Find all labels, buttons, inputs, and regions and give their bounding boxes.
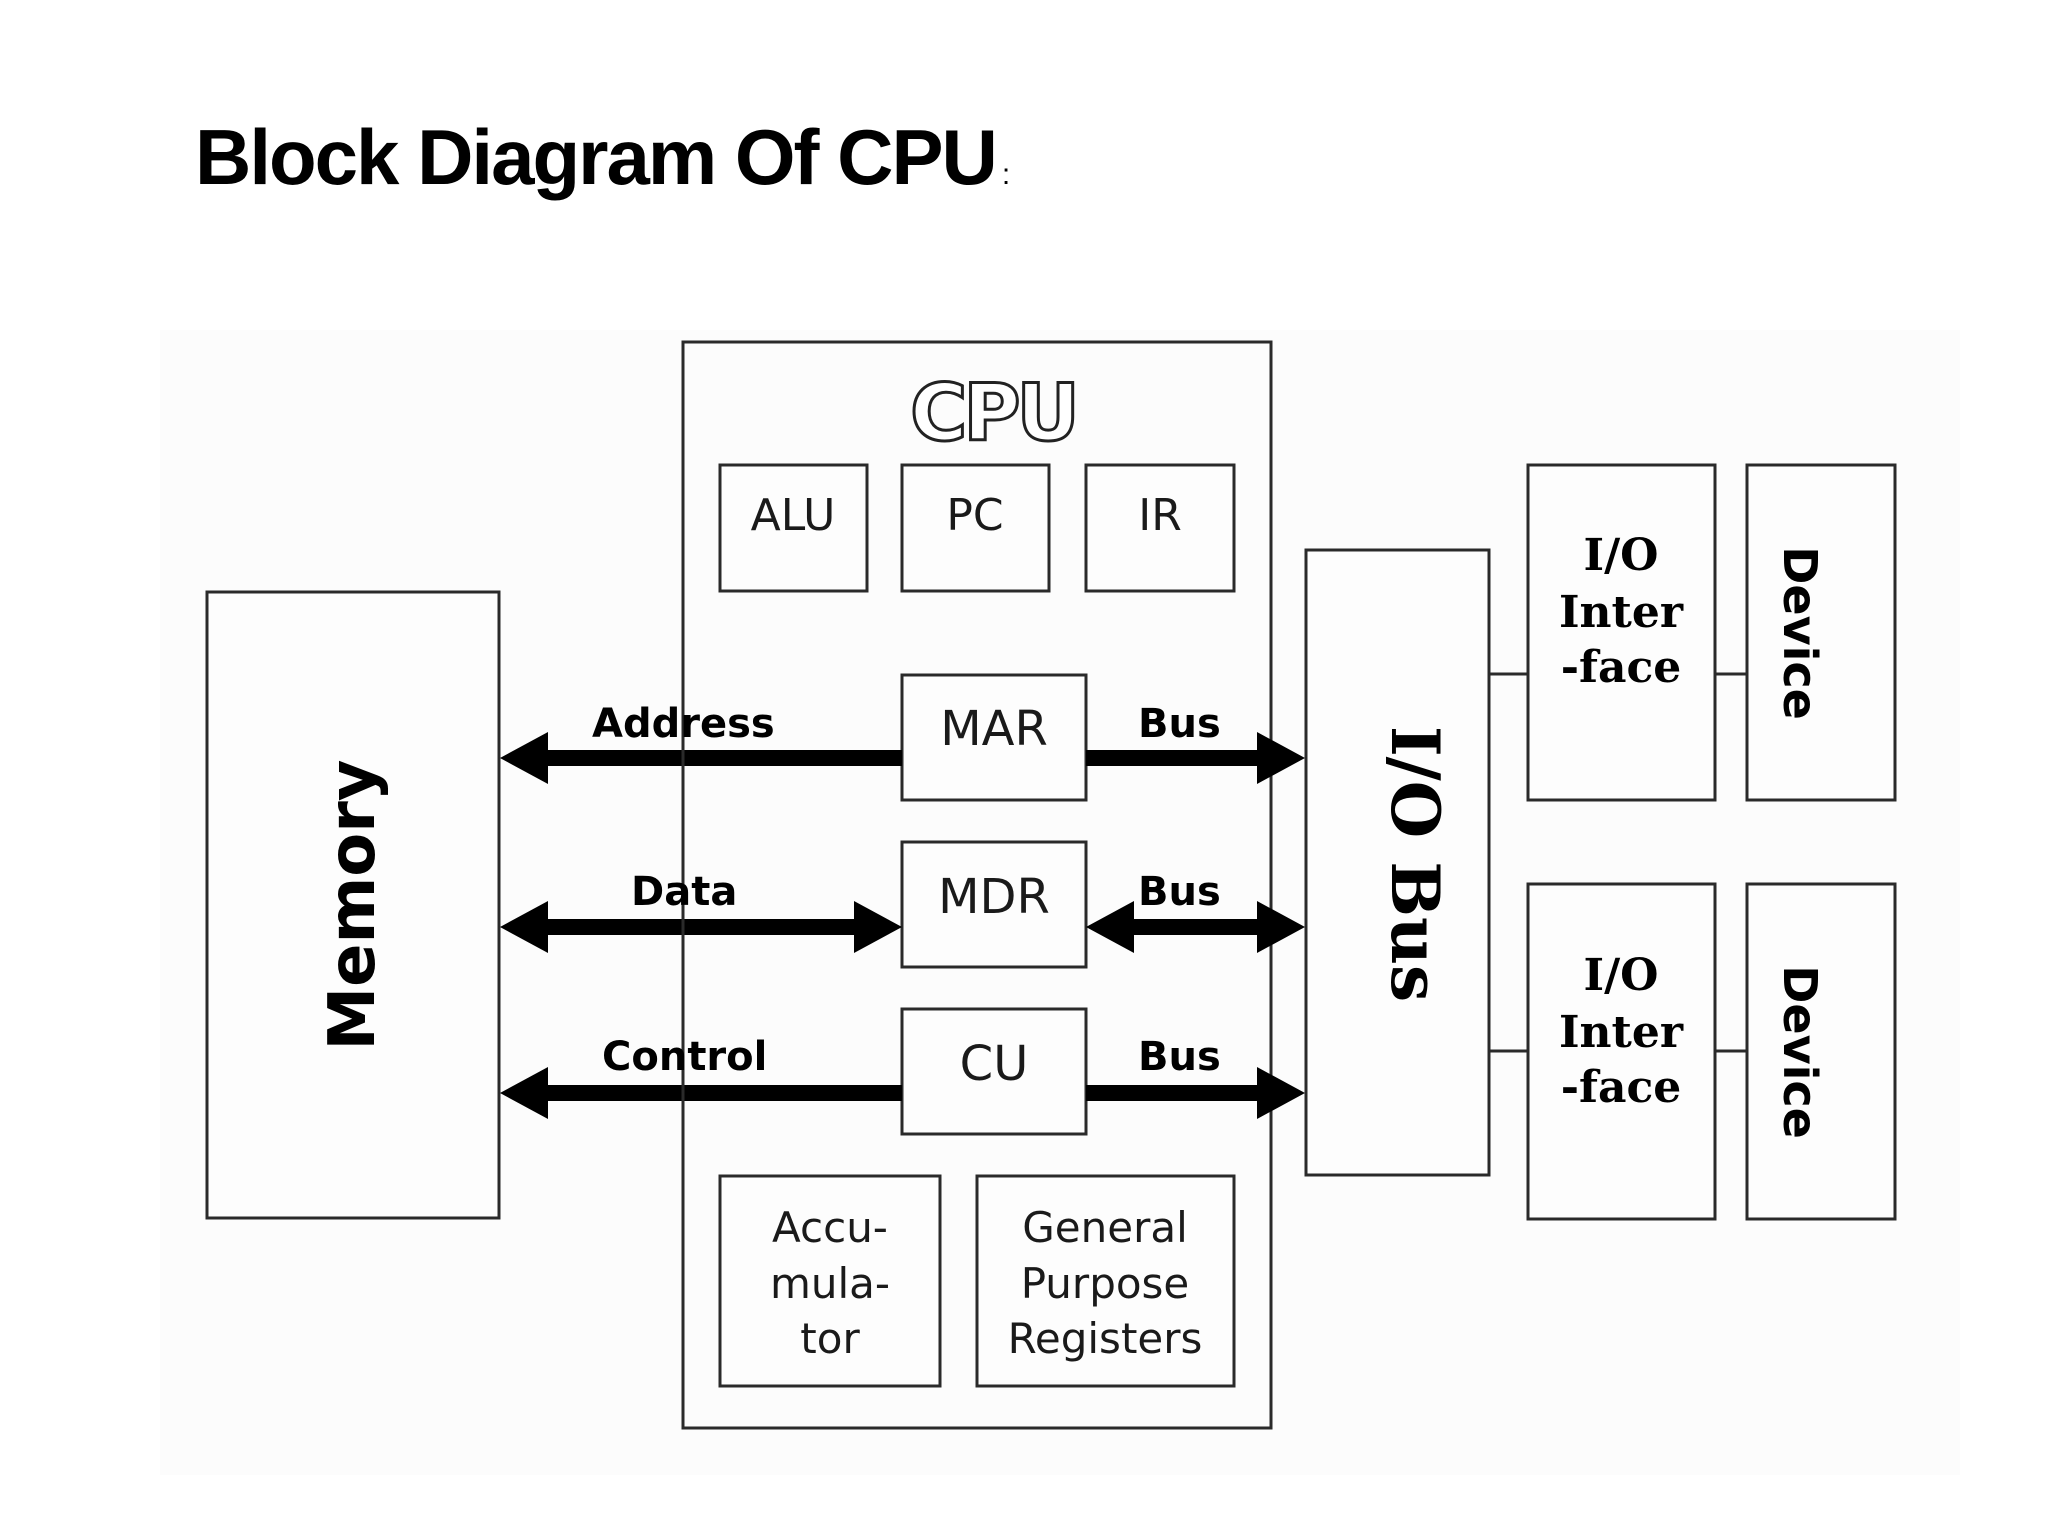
ir-box (1084, 463, 1236, 593)
control-left-arrowhead-memory (500, 1067, 548, 1119)
pc-label: PC (946, 490, 1003, 541)
device-2-label: Device (1773, 965, 1827, 1139)
title-colon: : (1001, 158, 1011, 191)
control-bus-label: Control (602, 1034, 767, 1080)
io-interface-1-line-1: I/O (1584, 530, 1659, 581)
io-interface-2-line-3: -face (1561, 1062, 1681, 1113)
memory-label: Memory (316, 759, 390, 1050)
device-2-box (1745, 882, 1897, 1221)
accumulator-line-3: tor (800, 1314, 860, 1363)
data-left-arrowhead-register (854, 901, 902, 953)
data-right-arrow-shaft (1130, 919, 1261, 935)
data-left-arrowhead-memory (500, 901, 548, 953)
cu-box (900, 1007, 1088, 1136)
address-left-arrowhead-memory (500, 732, 548, 784)
gpr-line-3: Registers (1008, 1314, 1203, 1363)
cpu-label: CPU (910, 369, 1076, 459)
data-left-arrow-shaft (544, 919, 858, 935)
io-interface-1-box (1526, 463, 1717, 802)
data-bus-right-label: Bus (1138, 869, 1221, 915)
alu-box (718, 463, 869, 593)
control-left-arrow-shaft (544, 1085, 902, 1101)
mdr-label: MDR (938, 869, 1050, 925)
gpr-line-2: Purpose (1021, 1259, 1190, 1308)
gpr-line-1: General (1022, 1203, 1188, 1252)
control-right-arrow-shaft (1086, 1085, 1261, 1101)
accumulator-box (718, 1174, 942, 1388)
memory-box (205, 590, 501, 1220)
data-bus-label: Data (631, 869, 737, 915)
mar-box (900, 673, 1088, 802)
io-interface-1: I/O Inter -face Device (1489, 463, 1897, 802)
pc-box (900, 463, 1051, 593)
control-bus-right-label: Bus (1138, 1034, 1221, 1080)
address-right-arrowhead-io-bus (1257, 732, 1305, 784)
mdr-box (900, 840, 1088, 969)
mar-label: MAR (940, 701, 1048, 757)
page-title: Block Diagram Of CPU: (195, 118, 1010, 196)
cpu-block: CPU ALU PC IR MAR MDR CU Accu- mula- tor… (681, 340, 1273, 1430)
io-interface-2: I/O Inter -face Device (1489, 882, 1897, 1221)
cu-label: CU (960, 1036, 1029, 1092)
io-interface-1-line-2: Inter (1559, 587, 1684, 638)
io-bus-box (1304, 548, 1491, 1177)
address-right-arrow-shaft (1086, 750, 1261, 766)
data-right-arrowhead-register (1086, 901, 1134, 953)
device-1-box (1745, 463, 1897, 802)
io-interface-2-box (1526, 882, 1717, 1221)
gpr-box (975, 1174, 1236, 1388)
ir-label: IR (1138, 490, 1182, 541)
device-1-label: Device (1773, 546, 1827, 720)
data-right-arrowhead-io-bus (1257, 901, 1305, 953)
io-bus-block: I/O Bus (1304, 548, 1491, 1177)
address-left-arrow-shaft (544, 750, 902, 766)
io-interface-1-line-3: -face (1561, 642, 1681, 693)
page-title-text: Block Diagram Of CPU (195, 113, 998, 201)
address-bus-right-label: Bus (1138, 701, 1221, 747)
alu-label: ALU (751, 490, 836, 541)
memory-block: Memory (205, 590, 501, 1220)
bus-arrows (500, 342, 1305, 1428)
control-right-arrowhead-io-bus (1257, 1067, 1305, 1119)
accumulator-line-2: mula- (770, 1259, 890, 1308)
io-bus-label: I/O Bus (1376, 726, 1454, 1002)
io-interface-2-line-1: I/O (1584, 950, 1659, 1001)
address-bus-label: Address (592, 701, 775, 747)
accumulator-line-1: Accu- (772, 1203, 888, 1252)
io-interface-2-line-2: Inter (1559, 1007, 1684, 1058)
